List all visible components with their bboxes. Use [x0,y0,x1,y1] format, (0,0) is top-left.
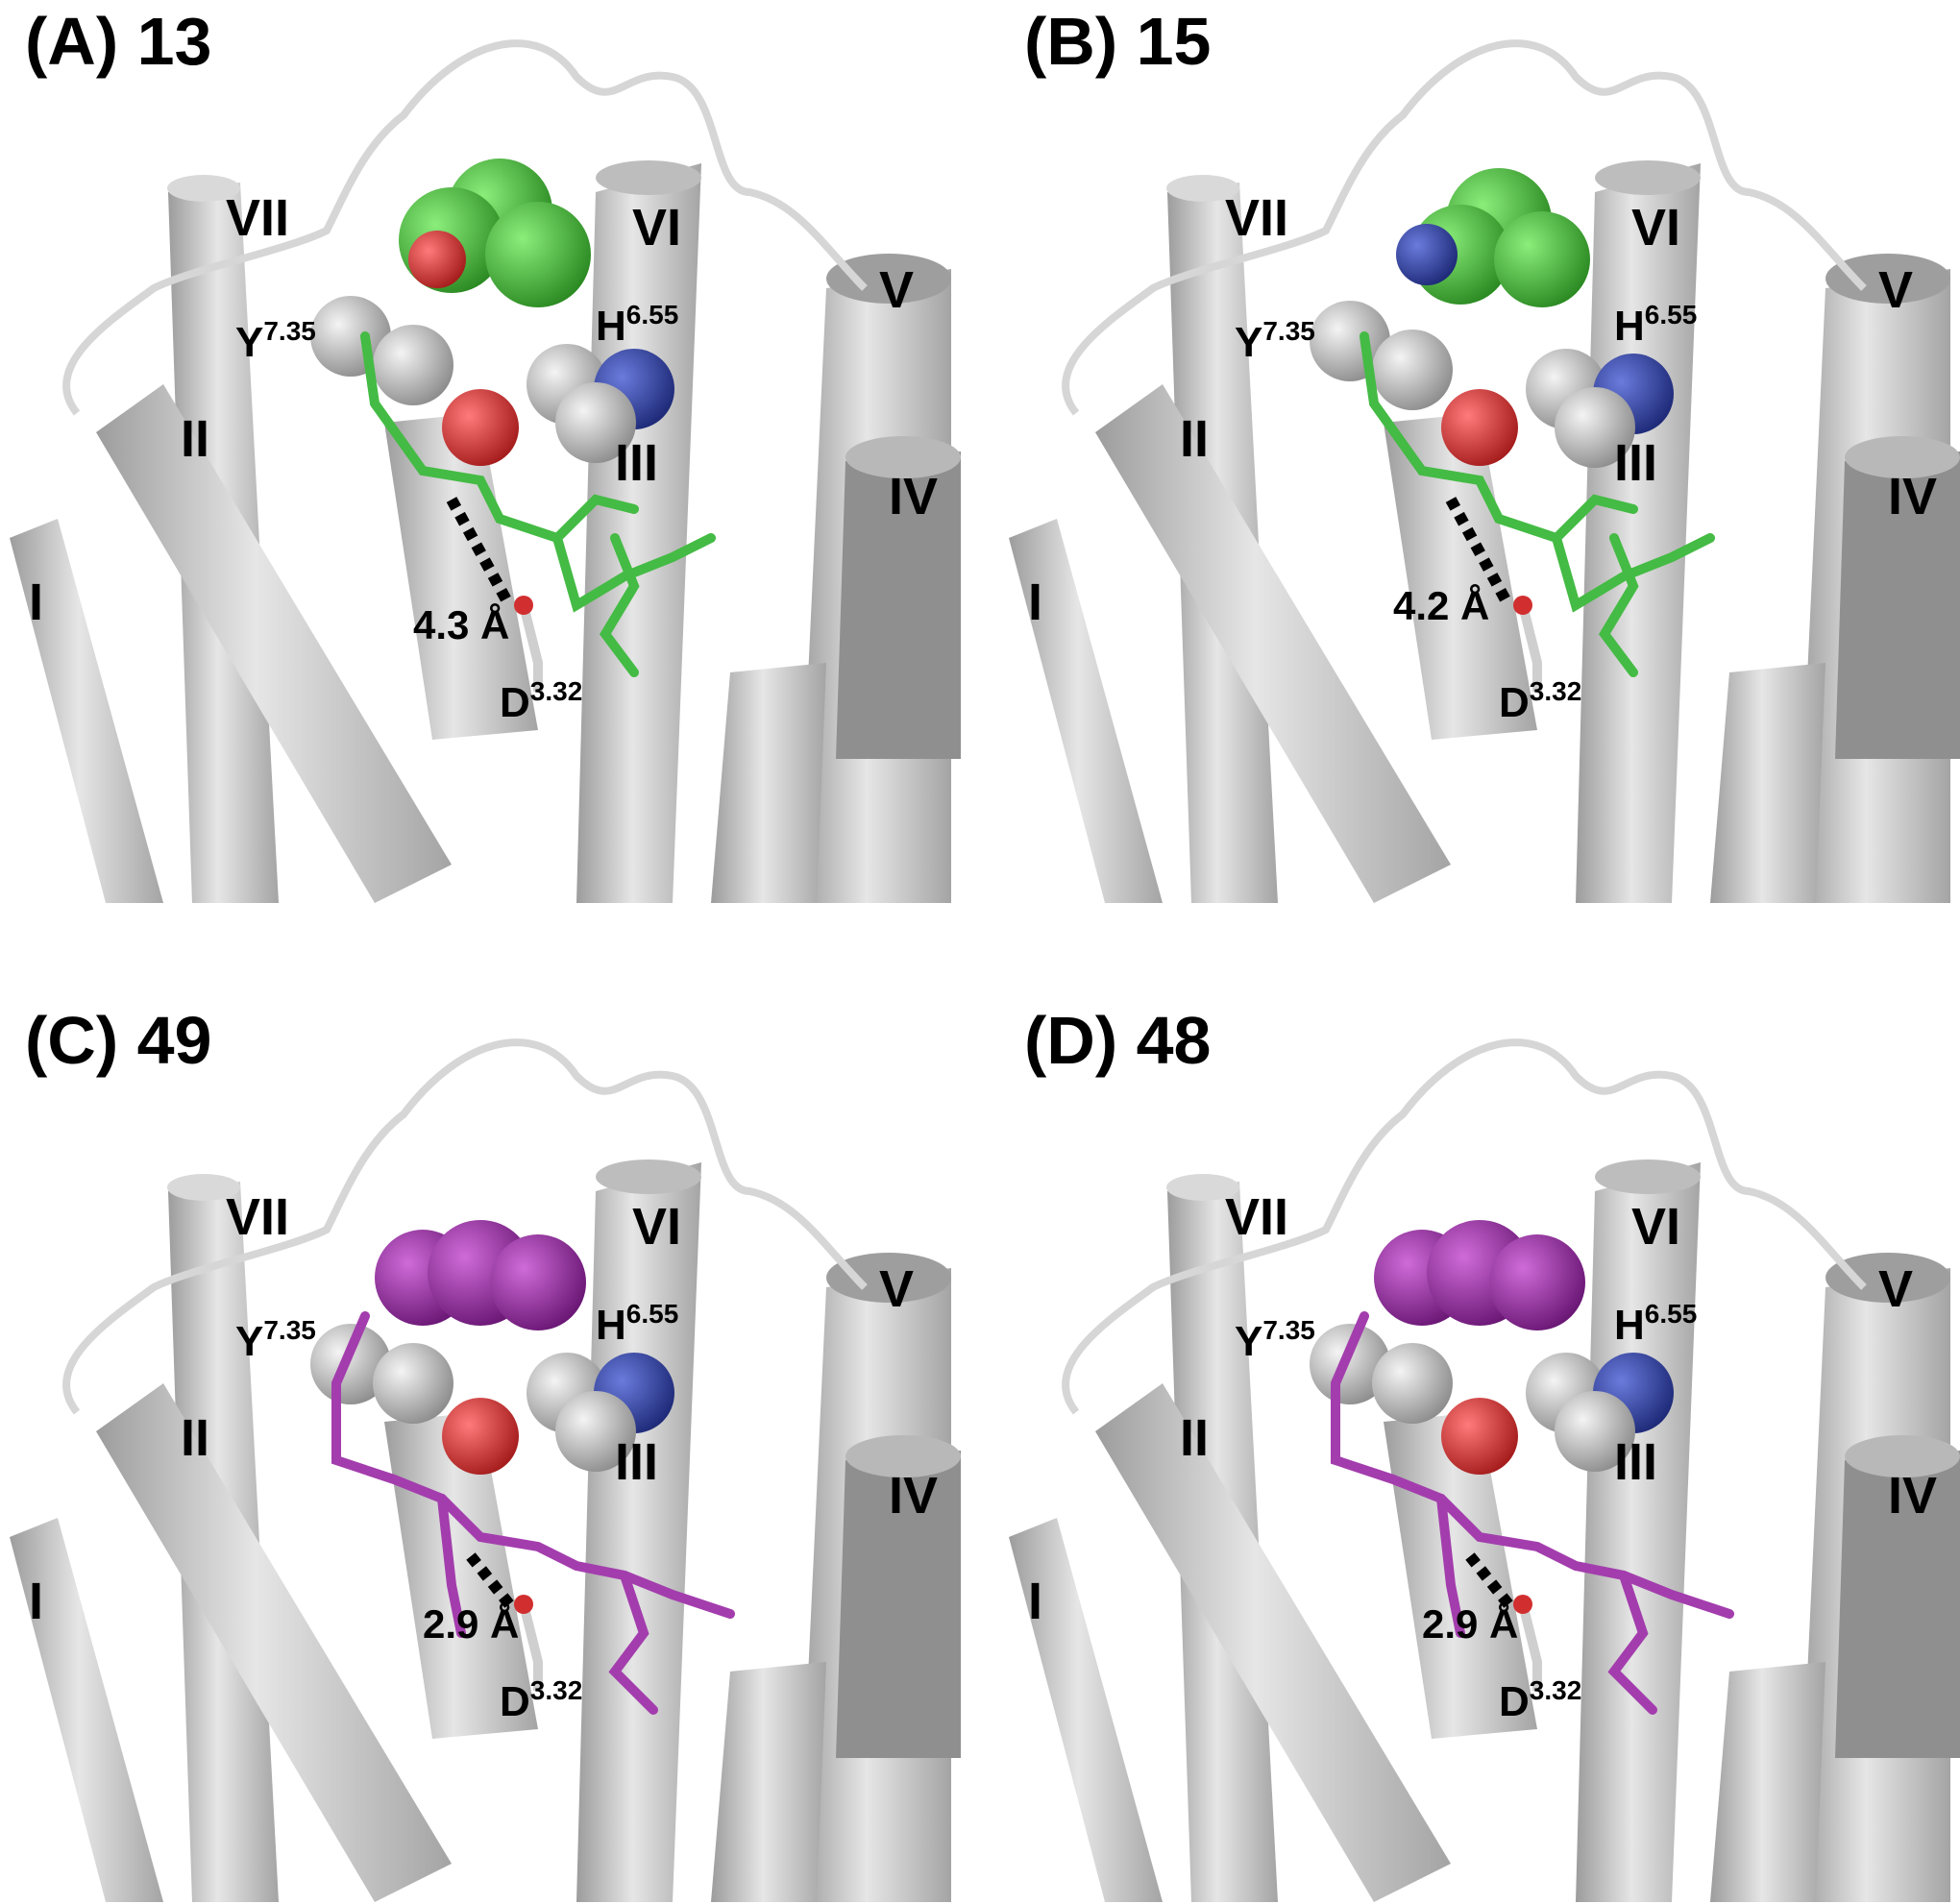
asp-residue [514,1595,543,1691]
residue-label-h: H6.55 [1614,300,1698,350]
helix-label-vii: VII [1225,189,1289,247]
helix-label-iii: III [615,1433,659,1491]
loop-trace [1062,39,1867,416]
panel-c-structure [10,1038,961,1902]
helix-label-v: V [1878,261,1914,319]
ligand-sticks [331,1311,735,1715]
helix-label-iv: IV [1888,1467,1938,1525]
helix-label-v: V [879,1260,915,1318]
residue-label-y: Y7.35 [235,316,316,366]
residue-label-h: H6.55 [1614,1299,1698,1349]
helix-label-i: I [1028,574,1043,631]
helix-label-vii: VII [226,189,290,247]
helix-label-iii: III [1614,434,1658,492]
ligand-spheres [310,1220,674,1475]
oxygen-sphere [408,231,466,288]
residue-label-d: D3.32 [500,1675,583,1725]
panel-d: (D) 48 VII VI V IV III II I Y7.35 H6.55 … [999,999,1960,1902]
ligand-spheres [1310,1220,1674,1475]
panel-title: (C) 49 [25,1003,212,1078]
ligand-sticks [1331,1311,1734,1715]
distance-label: 4.3 Å [413,602,510,647]
helix-label-i: I [29,1573,44,1630]
h-bond [1445,497,1514,608]
helix-ii [96,384,452,903]
helix-label-iv: IV [1888,468,1938,525]
helix-vi [576,163,701,903]
helix-label-ii: II [181,410,210,468]
helix-label-v: V [879,261,915,319]
residue-label-d: D3.32 [1499,1675,1582,1725]
residue-label-y: Y7.35 [1235,316,1315,366]
loop-trace [62,39,868,416]
helix-label-i: I [29,574,44,631]
residue-label-y: Y7.35 [235,1315,316,1365]
helix-i [10,519,163,903]
distance-label: 2.9 Å [1422,1601,1519,1647]
panel-title: (D) 48 [1024,1003,1212,1078]
panel-b-structure [1009,39,1960,903]
helix-label-ii: II [181,1409,210,1467]
helix-label-v: V [1878,1260,1914,1318]
residue-label-d: D3.32 [500,676,583,726]
helix-bundle [1009,160,1960,903]
panel-title: (A) 13 [25,4,212,79]
residue-label-d: D3.32 [1499,676,1582,726]
distance-label: 4.2 Å [1393,583,1490,628]
ligand-sticks [360,331,716,677]
helix-label-iii: III [615,434,659,492]
helix-label-i: I [1028,1573,1043,1630]
panel-title: (B) 15 [1024,4,1212,79]
ligand-sticks [1360,331,1715,677]
helix-label-vi: VI [632,1198,682,1256]
helix-label-vi: VI [1631,199,1681,256]
distance-label: 2.9 Å [423,1601,520,1647]
asp-residue [1513,1595,1542,1691]
helix-label-vi: VI [1631,1198,1681,1256]
panel-d-structure [1009,1038,1960,1902]
helix-label-iii: III [1614,1433,1658,1491]
helix-label-iv: IV [889,468,939,525]
helix-iii [384,413,538,740]
panel-c: (C) 49 VII VI V IV III II I Y7.35 H6.55 … [0,999,961,1902]
helix-label-ii: II [1180,410,1210,468]
residue-label-y: Y7.35 [1235,1315,1315,1365]
helix-bundle [10,1159,961,1902]
helix-label-vi: VI [632,199,682,256]
helix-label-vii: VII [1225,1188,1289,1246]
h-bond [446,497,515,608]
loop-trace [62,1038,868,1415]
helix-label-vii: VII [226,1188,290,1246]
ligand-spheres [310,159,674,466]
panel-b: (B) 15 VII VI V IV III II I Y7.35 H6.55 … [999,0,1960,903]
loop-trace [1062,1038,1867,1415]
residue-label-h: H6.55 [596,300,679,350]
residue-label-h: H6.55 [596,1299,679,1349]
ligand-spheres [1310,168,1674,468]
helix-bundle [10,160,961,903]
panel-a: (A) 13 VII VI V IV III II I Y7.35 H6.55 … [0,0,961,903]
helix-iv [836,452,961,759]
helix-label-iv: IV [889,1467,939,1525]
panel-a-structure [10,39,961,903]
helix-label-ii: II [1180,1409,1210,1467]
asp-residue [1513,596,1542,692]
asp-residue [514,596,543,692]
nitrogen-sphere [1396,224,1458,285]
